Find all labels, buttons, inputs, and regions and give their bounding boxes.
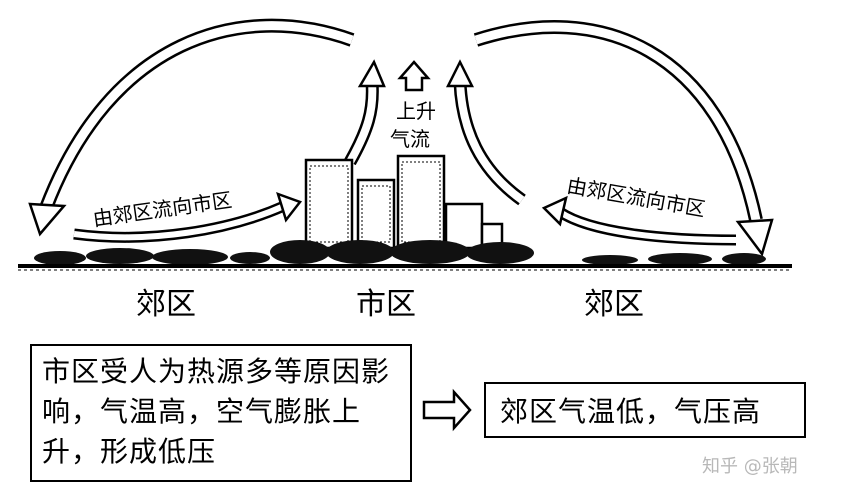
watermark: 知乎 @张朝	[702, 456, 798, 477]
cause-text: 市区受人为热源多等原因影响，气温高，空气膨胀上升，形成低压	[42, 355, 391, 468]
result-text: 郊区气温低，气压高	[500, 395, 762, 428]
updraft-arrow-center	[397, 60, 431, 92]
updraft-arrow-left	[344, 59, 386, 166]
cause-to-result-arrow	[422, 388, 472, 432]
upper-outflow-arrow-right	[473, 20, 774, 257]
updraft-arrow-right	[445, 59, 526, 206]
ground-line	[18, 264, 792, 271]
cause-box: 市区受人为热源多等原因影响，气温高，空气膨胀上升，形成低压	[30, 344, 412, 482]
label-updraft-line1: 上升	[396, 99, 436, 123]
label-suburb-right: 郊区	[584, 287, 644, 322]
upper-outflow-arrow-left	[28, 18, 355, 237]
label-inflow-right: 由郊区流向市区	[565, 173, 707, 221]
inflow-arrow-left	[73, 191, 303, 243]
result-box: 郊区气温低，气压高	[484, 382, 806, 438]
inflow-arrow-right	[541, 195, 737, 246]
ground-vegetation	[34, 240, 766, 265]
label-updraft-line2: 气流	[390, 127, 430, 151]
label-city: 市区	[356, 287, 416, 322]
label-suburb-left: 郊区	[136, 287, 196, 322]
city-buildings	[304, 154, 504, 250]
